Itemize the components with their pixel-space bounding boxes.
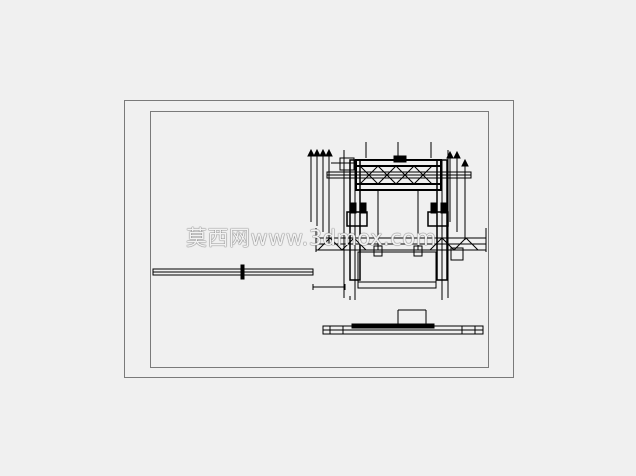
gantry-elevation — [315, 142, 487, 335]
drawing-sheet-border — [124, 100, 514, 378]
side-elevation — [152, 264, 314, 280]
watermark-text: 莫西网www.3dmox.com — [186, 226, 437, 250]
title-frame-border — [150, 111, 489, 368]
dimension-lines — [307, 148, 469, 290]
